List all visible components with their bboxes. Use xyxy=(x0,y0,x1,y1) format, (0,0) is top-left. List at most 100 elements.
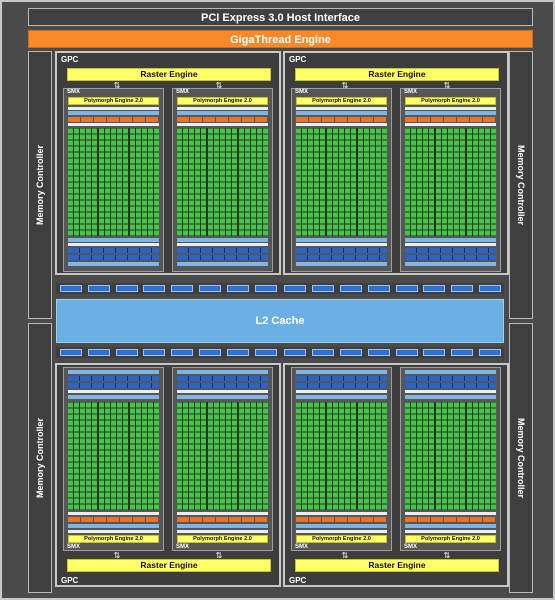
gpc-label: GPC xyxy=(289,55,307,64)
warp-scheduler xyxy=(177,111,268,115)
shared-memory xyxy=(296,243,387,246)
polymorph-engine: Polymorph Engine 2.0 xyxy=(68,535,159,543)
memory-channel xyxy=(226,349,249,356)
polymorph-engine: Polymorph Engine 2.0 xyxy=(405,97,496,105)
memory-channel xyxy=(199,285,221,292)
warp-scheduler xyxy=(296,111,387,115)
instruction-cache xyxy=(296,530,387,533)
texture-cache xyxy=(405,262,496,266)
memory-channel xyxy=(226,285,249,292)
raster-engine: Raster Engine xyxy=(67,559,271,572)
sfu-units xyxy=(405,255,496,260)
shared-memory xyxy=(296,390,387,393)
cuda-core-array xyxy=(68,402,159,510)
smx-label: SMX xyxy=(295,544,309,550)
smx-label: SMX xyxy=(404,89,418,95)
shared-memory xyxy=(68,243,159,246)
memory-channel xyxy=(171,349,194,356)
polymorph-engine: Polymorph Engine 2.0 xyxy=(296,97,387,105)
cuda-core-array xyxy=(296,402,387,510)
memory-channel xyxy=(87,285,110,292)
memory-channel xyxy=(284,285,307,292)
sfu-units xyxy=(296,376,387,381)
polymorph-engine: Polymorph Engine 2.0 xyxy=(405,535,496,543)
smx-label: SMX xyxy=(176,89,190,95)
memory-channel xyxy=(115,349,138,356)
memory-channel xyxy=(451,349,474,356)
shared-memory xyxy=(177,390,268,393)
warp-scheduler xyxy=(405,111,496,115)
polymorph-engine: Polymorph Engine 2.0 xyxy=(296,535,387,543)
register-file xyxy=(405,123,496,126)
shared-memory xyxy=(405,390,496,393)
memory-controller-bottom-left: Memory Controller xyxy=(28,323,52,593)
cuda-core-array xyxy=(296,128,387,236)
instruction-cache xyxy=(68,530,159,533)
memory-controller-bottom-right: Memory Controller xyxy=(509,323,533,593)
l2-cache: L2 Cache xyxy=(56,299,504,343)
memory-channel xyxy=(340,349,362,356)
smx-unit: SMX Polymorph Engine 2.0 xyxy=(400,88,501,272)
gpc-label: GPC xyxy=(61,576,79,585)
memory-channel xyxy=(254,285,277,292)
smx-label: SMX xyxy=(404,544,418,550)
load-store-units xyxy=(68,248,159,253)
raster-engine: Raster Engine xyxy=(67,68,271,81)
arrow-icon: ⇅ xyxy=(443,551,451,560)
dispatch-units xyxy=(405,117,496,122)
arrow-icon: ⇅ xyxy=(113,551,121,560)
cuda-core-array xyxy=(177,128,268,236)
register-file xyxy=(68,512,159,515)
load-store-units xyxy=(177,248,268,253)
interconnect xyxy=(405,395,496,399)
memory-interface-bottom xyxy=(56,347,504,358)
dispatch-units xyxy=(177,517,268,522)
dispatch-units xyxy=(68,117,159,122)
warp-scheduler xyxy=(68,111,159,115)
arrow-icon: ⇅ xyxy=(341,551,349,560)
memory-channel xyxy=(312,349,335,356)
warp-scheduler xyxy=(296,524,387,528)
interconnect xyxy=(405,238,496,242)
warp-scheduler xyxy=(68,524,159,528)
memory-channel xyxy=(60,285,82,292)
dispatch-units xyxy=(296,117,387,122)
smx-label: SMX xyxy=(176,544,190,550)
memory-controller-top-right: Memory Controller xyxy=(509,51,533,319)
memory-channel xyxy=(312,285,335,292)
texture-cache xyxy=(68,370,159,374)
texture-cache xyxy=(177,370,268,374)
register-file xyxy=(177,512,268,515)
memory-channel xyxy=(423,349,446,356)
dispatch-units xyxy=(405,517,496,522)
instruction-cache xyxy=(405,107,496,110)
instruction-cache xyxy=(68,107,159,110)
load-store-units xyxy=(68,383,159,388)
arrow-icon: ⇅ xyxy=(341,81,349,90)
texture-cache xyxy=(296,370,387,374)
smx-label: SMX xyxy=(295,89,309,95)
texture-cache xyxy=(68,262,159,266)
sfu-units xyxy=(68,376,159,381)
memory-channel xyxy=(451,285,474,292)
texture-cache xyxy=(405,370,496,374)
register-file xyxy=(68,123,159,126)
texture-cache xyxy=(177,262,268,266)
interconnect xyxy=(68,238,159,242)
smx-unit: SMX Polymorph Engine 2.0 xyxy=(291,88,392,272)
instruction-cache xyxy=(405,530,496,533)
memory-channel xyxy=(115,285,138,292)
arrow-icon: ⇅ xyxy=(113,81,121,90)
memory-channel xyxy=(479,285,501,292)
instruction-cache xyxy=(296,107,387,110)
interconnect xyxy=(296,395,387,399)
sfu-units xyxy=(68,255,159,260)
memory-channel xyxy=(367,349,390,356)
